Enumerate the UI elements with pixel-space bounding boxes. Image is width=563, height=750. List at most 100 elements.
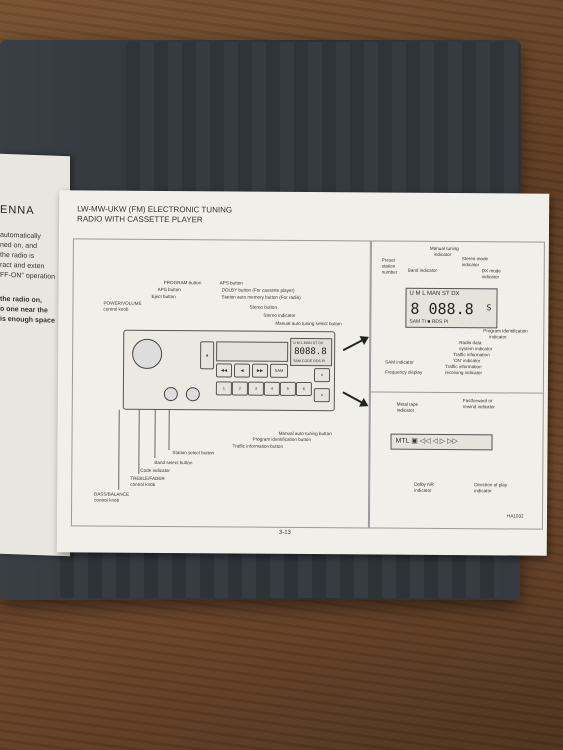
- label-bass-balance: BASS/BALANCE: [94, 491, 130, 497]
- left-page-line: FF-ON" operation: [0, 271, 56, 281]
- display-detail-frame: Manual tuning indicator Preset station n…: [368, 240, 545, 530]
- label-direction-play-2: indicator: [474, 488, 492, 494]
- page-number: 3-13: [278, 529, 291, 536]
- label-dx-mode-2: indicator: [481, 274, 500, 280]
- lcd-frequency-digits: 8 088.8: [410, 299, 474, 319]
- radio-unit: ▲ ◀◀ ◀ ▶▶ SAM 1 2 3 4 5 6 U M L MAN ST D…: [122, 329, 336, 412]
- left-page-bold-line: o one near the: [0, 305, 48, 315]
- label-manual-tuning-ind-2: indicator: [433, 251, 452, 258]
- rewind-button[interactable]: ◀◀: [215, 363, 233, 378]
- label-code-indicator: Code indicator: [140, 467, 170, 474]
- preset-button-6[interactable]: 6: [295, 381, 312, 397]
- label-sam-indicator: SAM indicator: [385, 359, 414, 365]
- label-direction-play: Direction of play: [474, 482, 508, 488]
- bass-balance-knob[interactable]: [185, 387, 200, 402]
- manual-page: LW-MW-UKW (FM) ELECTRONIC TUNING RADIO W…: [56, 190, 550, 556]
- label-stereo-mode: Stereo mode: [461, 256, 489, 262]
- label-dolby-nr-2: indicator: [414, 487, 432, 493]
- label-ff-rew: Fastforward or: [462, 398, 493, 404]
- left-page-line: automatically: [0, 231, 41, 241]
- frame-divider: [370, 391, 543, 394]
- lcd-unit: S: [486, 303, 492, 313]
- label-band-select: Band select button: [154, 459, 193, 466]
- cassette-slot: [216, 341, 289, 362]
- label-traffic-on-2: 'ON' indicator: [453, 358, 481, 364]
- label-dolby-nr: Dolby NR: [414, 481, 434, 487]
- label-metal-tape: Metal tape: [396, 401, 419, 407]
- left-page-line: the radio is: [0, 251, 35, 260]
- binder-flap: [126, 42, 521, 192]
- label-program-ident-2: indicator: [489, 334, 507, 340]
- leader-line: [168, 410, 170, 451]
- preset-button-1[interactable]: 1: [215, 381, 232, 396]
- preset-button-3[interactable]: 3: [247, 381, 264, 396]
- label-dolby-button: DOLBY button (For cassette player): [221, 287, 295, 293]
- label-frequency-display: Frequency display: [384, 369, 423, 375]
- label-manual-tuning-ind: Manual tuning: [429, 245, 459, 252]
- label-stereo-indicator: Stereo indicator: [263, 312, 296, 318]
- label-ff-rew-2: rewind indicator: [462, 404, 495, 410]
- left-page-line: ract and exten: [0, 261, 45, 271]
- label-traffic-recv-2: receiving indicator: [444, 369, 483, 376]
- label-power-volume-2: control knob: [103, 306, 129, 312]
- figure-code: HA1032: [506, 513, 524, 519]
- radio-diagram-frame: PROGRAM button APS button APS button Eje…: [70, 238, 371, 529]
- label-aps-button-1: APS button: [157, 286, 181, 293]
- left-page-bold-line: is enough space: [0, 315, 55, 325]
- lcd-tape-display: MTL ▣ ◁◁ ◁ ▷ ▷▷: [390, 433, 493, 451]
- label-stereo-button: Stereo button: [249, 304, 278, 310]
- power-volume-knob[interactable]: [132, 338, 163, 370]
- label-band-indicator: Band indicator: [407, 267, 438, 273]
- fastforward-button[interactable]: ▶▶: [251, 363, 269, 378]
- label-station-auto-memory: Station auto memory button (For radio): [221, 294, 301, 300]
- label-aps-button-2: APS button: [219, 280, 243, 286]
- arrow-to-tape-display: [342, 391, 367, 406]
- label-manual-tuning-button: Manual auto tuning button: [278, 430, 332, 437]
- leader-line: [118, 409, 120, 490]
- label-radio-data: Radio data: [459, 340, 482, 346]
- label-preset-station-3: number: [381, 269, 398, 275]
- eject-button[interactable]: ▲: [200, 341, 215, 370]
- lcd-tape-indicators: MTL ▣ ◁◁ ◁ ▷ ▷▷: [395, 437, 458, 446]
- label-traffic-recv: Traffic information: [445, 363, 482, 370]
- tune-up-button[interactable]: ∧: [313, 388, 330, 403]
- label-power-volume: POWER/VOLUME: [103, 300, 142, 306]
- label-program-identification: Program identification button: [252, 436, 312, 443]
- treble-fader-knob[interactable]: [163, 387, 178, 402]
- left-page-heading: ENNA: [0, 203, 35, 217]
- lcd-bottom-indicators: SAM TI ■ RDS PI: [409, 318, 449, 326]
- label-program-button: PROGRAM button: [163, 280, 202, 286]
- aps-back-button[interactable]: ◀: [233, 363, 251, 378]
- label-dx-mode: DX mode: [481, 268, 501, 274]
- preset-button-2[interactable]: 2: [231, 381, 248, 396]
- label-bass-balance-2: control knob: [94, 497, 120, 503]
- preset-button-5[interactable]: 5: [279, 381, 296, 396]
- sam-button[interactable]: SAM: [269, 363, 289, 378]
- label-radio-data-2: system indicator: [459, 346, 493, 352]
- leader-line: [138, 409, 140, 474]
- unit-display-top: U M L MAN ST DX: [293, 340, 324, 346]
- label-station-select: Station select button: [172, 450, 215, 456]
- lcd-top-indicators: U M L MAN ST DX: [409, 290, 460, 298]
- label-treble-fader: TREBLE/FADER: [130, 475, 165, 482]
- left-page-bold-line: the radio on,: [0, 295, 42, 305]
- label-program-ident: Program identification: [483, 328, 528, 334]
- label-traffic-info-button: Traffic information button: [232, 443, 284, 449]
- label-eject-button: Eject button: [151, 293, 176, 300]
- label-metal-tape-2: indicator: [396, 407, 415, 413]
- label-preset-station-2: station: [381, 263, 396, 269]
- tune-down-button[interactable]: ∨: [313, 368, 331, 383]
- leader-line: [154, 409, 156, 458]
- label-treble-fader-2: control knob: [130, 481, 156, 487]
- lcd-radio-display: U M L MAN ST DX 8 088.8 S SAM TI ■ RDS P…: [405, 287, 498, 329]
- unit-display-bottom: SAM CODE RDS PI: [293, 358, 326, 364]
- unit-display-digits: 8088.8: [294, 346, 327, 358]
- label-stereo-mode-2: indicator: [461, 262, 480, 268]
- label-manual-auto-select: Manual auto tuning select button: [275, 320, 342, 327]
- label-traffic-on: Traffic information: [453, 352, 490, 358]
- unit-display: U M L MAN ST DX 8088.8 SAM CODE RDS PI: [290, 337, 333, 367]
- arrow-to-display: [342, 337, 367, 352]
- page-title: LW-MW-UKW (FM) ELECTRONIC TUNING RADIO W…: [77, 204, 233, 225]
- left-page-line: ned on, and: [0, 241, 37, 251]
- preset-button-4[interactable]: 4: [263, 381, 280, 396]
